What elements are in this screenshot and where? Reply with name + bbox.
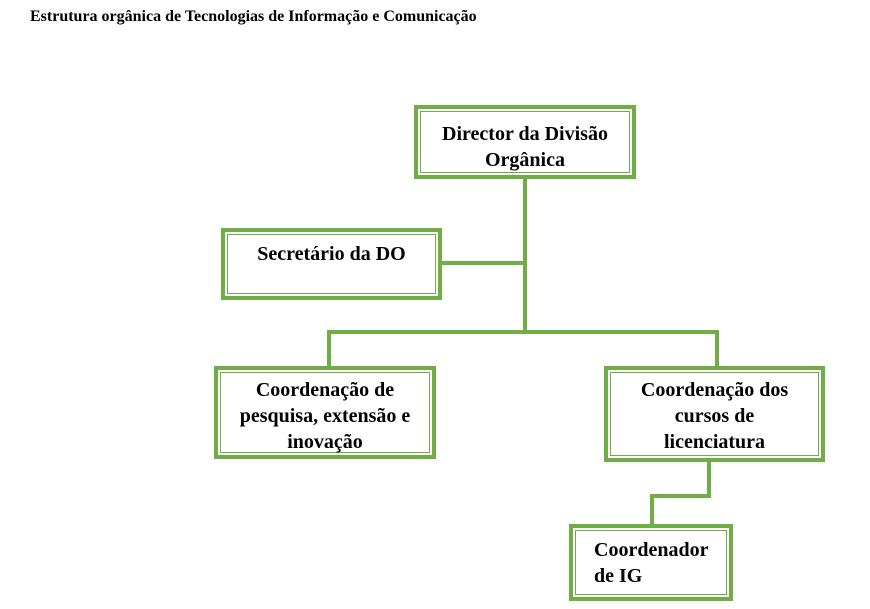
node-secretario-label: Secretário da DO <box>257 243 406 265</box>
node-pesquisa-label: Coordenação de pesquisa, extensão e inov… <box>239 379 411 453</box>
node-coordenador-ig: Coordenador de IG <box>569 524 733 601</box>
node-coordenador-ig-label: Coordenador de IG <box>594 539 709 587</box>
node-coordenacao-pesquisa: Coordenação de pesquisa, extensão e inov… <box>214 366 436 459</box>
node-secretario: Secretário da DO <box>221 228 442 300</box>
node-director-label: Director da Divisão Orgânica <box>442 123 608 171</box>
connector-coordenador-ig <box>650 462 711 526</box>
node-director: Director da Divisão Orgânica <box>414 105 636 179</box>
node-coordenacao-cursos: Coordenação dos cursos de licenciatura <box>604 366 825 462</box>
diagram-title: Estrutura orgânica de Tecnologias de Inf… <box>30 8 477 25</box>
node-cursos-label: Coordenação dos cursos de licenciatura <box>640 379 789 453</box>
